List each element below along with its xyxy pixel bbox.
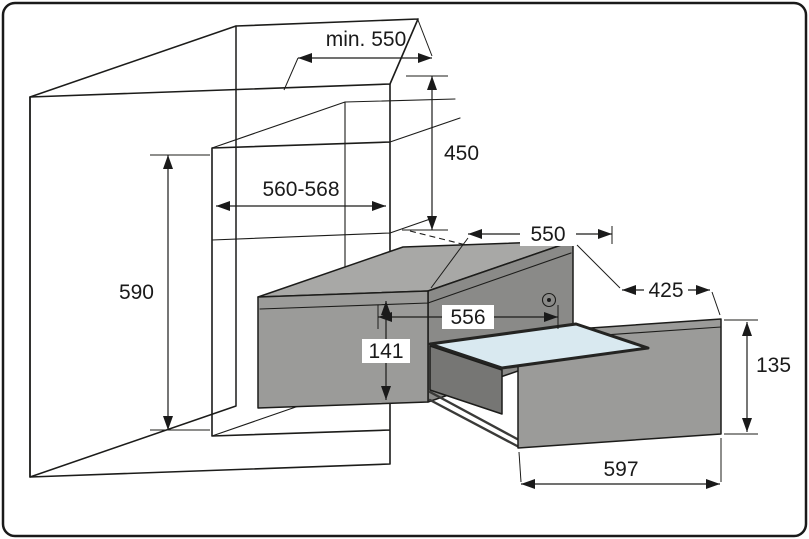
telescopic-rails <box>428 390 521 449</box>
appliance-depth-label: 550 <box>530 223 565 246</box>
extension-line <box>518 451 522 483</box>
body-seam-lines <box>259 252 572 310</box>
rail-line <box>428 398 521 449</box>
cabinet-top-panel <box>29 18 419 98</box>
dimension-appliance-depth: 550 <box>430 222 613 289</box>
front-panel-width-label: 597 <box>603 458 638 481</box>
label-bg <box>362 339 410 363</box>
drawer-tub-wall <box>429 345 503 415</box>
extension-line <box>417 19 433 57</box>
label-bg <box>442 305 494 329</box>
extension-line <box>430 237 469 289</box>
dimension-front-panel-height: 135 <box>724 319 791 435</box>
dimension-appliance-width: 556 <box>377 305 559 329</box>
extension-line <box>283 57 299 91</box>
rail-line <box>428 390 521 442</box>
dimension-appliance-height: 141 <box>362 301 410 400</box>
dimension-upper-niche-height: 450 <box>402 75 479 231</box>
dimension-niche-height: 590 <box>119 154 210 431</box>
niche-inner-walls <box>211 98 461 437</box>
niche-width-label: 560-568 <box>262 178 339 201</box>
extension-line <box>711 291 721 316</box>
side-fixing-knob-center <box>547 298 551 302</box>
dimension-drawer-pullout: 425 <box>576 244 721 316</box>
label-bg <box>644 278 688 302</box>
label-bg <box>520 222 576 246</box>
upper-niche-height-label: 450 <box>444 142 479 165</box>
extension-line <box>576 244 621 289</box>
dimension-niche-depth: min. 550 <box>283 19 433 91</box>
cabinet-niche <box>29 18 461 478</box>
niche-depth-label: min. 550 <box>326 28 407 51</box>
side-fixing-knob <box>541 292 557 308</box>
glass-pane <box>428 322 650 370</box>
niche-shelf-line <box>211 216 437 241</box>
appliance-width-label: 556 <box>450 306 485 329</box>
niche-height-label: 590 <box>119 281 154 304</box>
dimension-front-panel-width: 597 <box>518 438 722 489</box>
drawer-pullout-label: 425 <box>648 279 683 302</box>
alignment-dashed-line <box>409 230 471 247</box>
appliance-height-label: 141 <box>368 340 403 363</box>
dimension-niche-width: 560-568 <box>216 178 386 211</box>
front-panel-height-label: 135 <box>756 354 791 377</box>
